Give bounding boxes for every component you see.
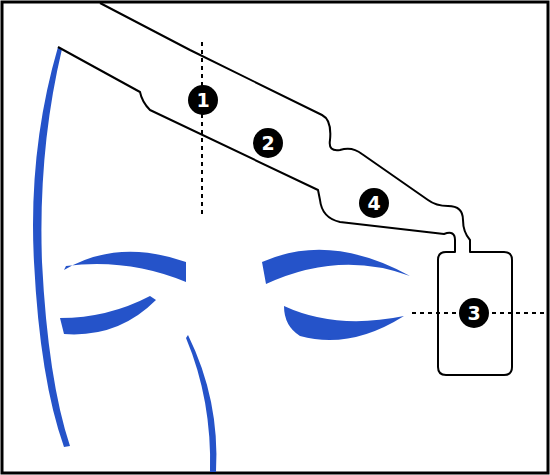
left-eyebrow	[64, 252, 186, 282]
callout-number: 3	[459, 298, 489, 328]
dashed-line	[201, 42, 203, 215]
callout-number: 4	[359, 188, 389, 218]
nose-line	[186, 335, 216, 472]
callout-number: 1	[188, 85, 218, 115]
right-eye	[284, 306, 404, 340]
callout-number: 2	[253, 128, 283, 158]
face-outline	[33, 47, 70, 447]
right-eyebrow	[262, 250, 410, 284]
left-eye	[60, 296, 156, 334]
flap-outline	[58, 3, 512, 375]
